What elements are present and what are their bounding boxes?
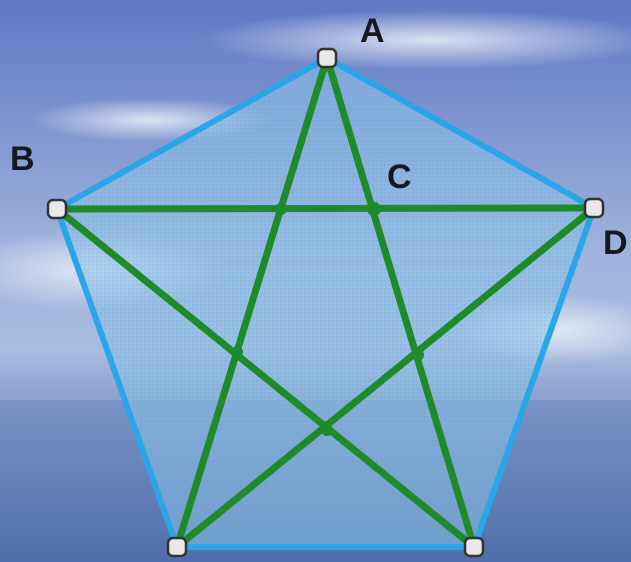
cloud [200, 10, 631, 70]
label-b: B [10, 140, 35, 178]
diagonal-a-right-bottom [323, 54, 478, 551]
vertex-handles[interactable] [46, 47, 605, 558]
intersection-left-mid [231, 346, 243, 358]
vertex-handle-d[interactable] [583, 197, 605, 219]
intersection-c [367, 202, 381, 216]
diagonal-b-d [53, 204, 598, 213]
label-a: A [360, 12, 385, 50]
vertex-handle-a[interactable] [316, 47, 338, 69]
intersection-left-top [275, 203, 287, 215]
pentagon-shape [54, 55, 597, 550]
vertex-handle-bottom-right[interactable] [463, 536, 485, 558]
star-diagonals [53, 54, 598, 551]
vertex-handle-bottom-left[interactable] [166, 536, 188, 558]
intersection-right-mid [412, 349, 424, 361]
diagonal-a-left-bottom [173, 54, 331, 551]
intersection-points [231, 202, 424, 436]
intersection-bottom [321, 424, 333, 436]
vertex-handle-b[interactable] [46, 198, 68, 220]
diagonal-b-right-bottom [53, 205, 478, 551]
label-c: C [387, 158, 412, 196]
diagonal-d-left-bottom [173, 204, 598, 551]
label-d: D [603, 224, 628, 262]
